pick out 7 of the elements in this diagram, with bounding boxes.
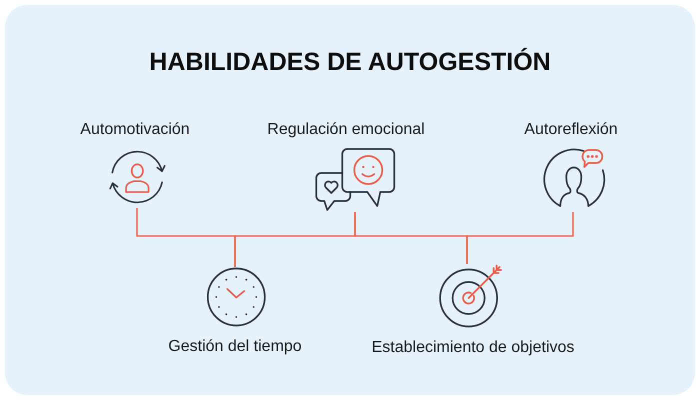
node-label: Gestión del tiempo	[168, 337, 302, 357]
node-label: Regulación emocional	[267, 120, 425, 140]
title: HABILIDADES DE AUTOGESTIÓN	[149, 47, 551, 77]
node-label: Autoreflexión	[524, 120, 618, 140]
node-label: Establecimiento de objetivos	[372, 338, 574, 358]
connector-line	[466, 212, 574, 264]
node-label: Automotivación	[80, 120, 190, 140]
